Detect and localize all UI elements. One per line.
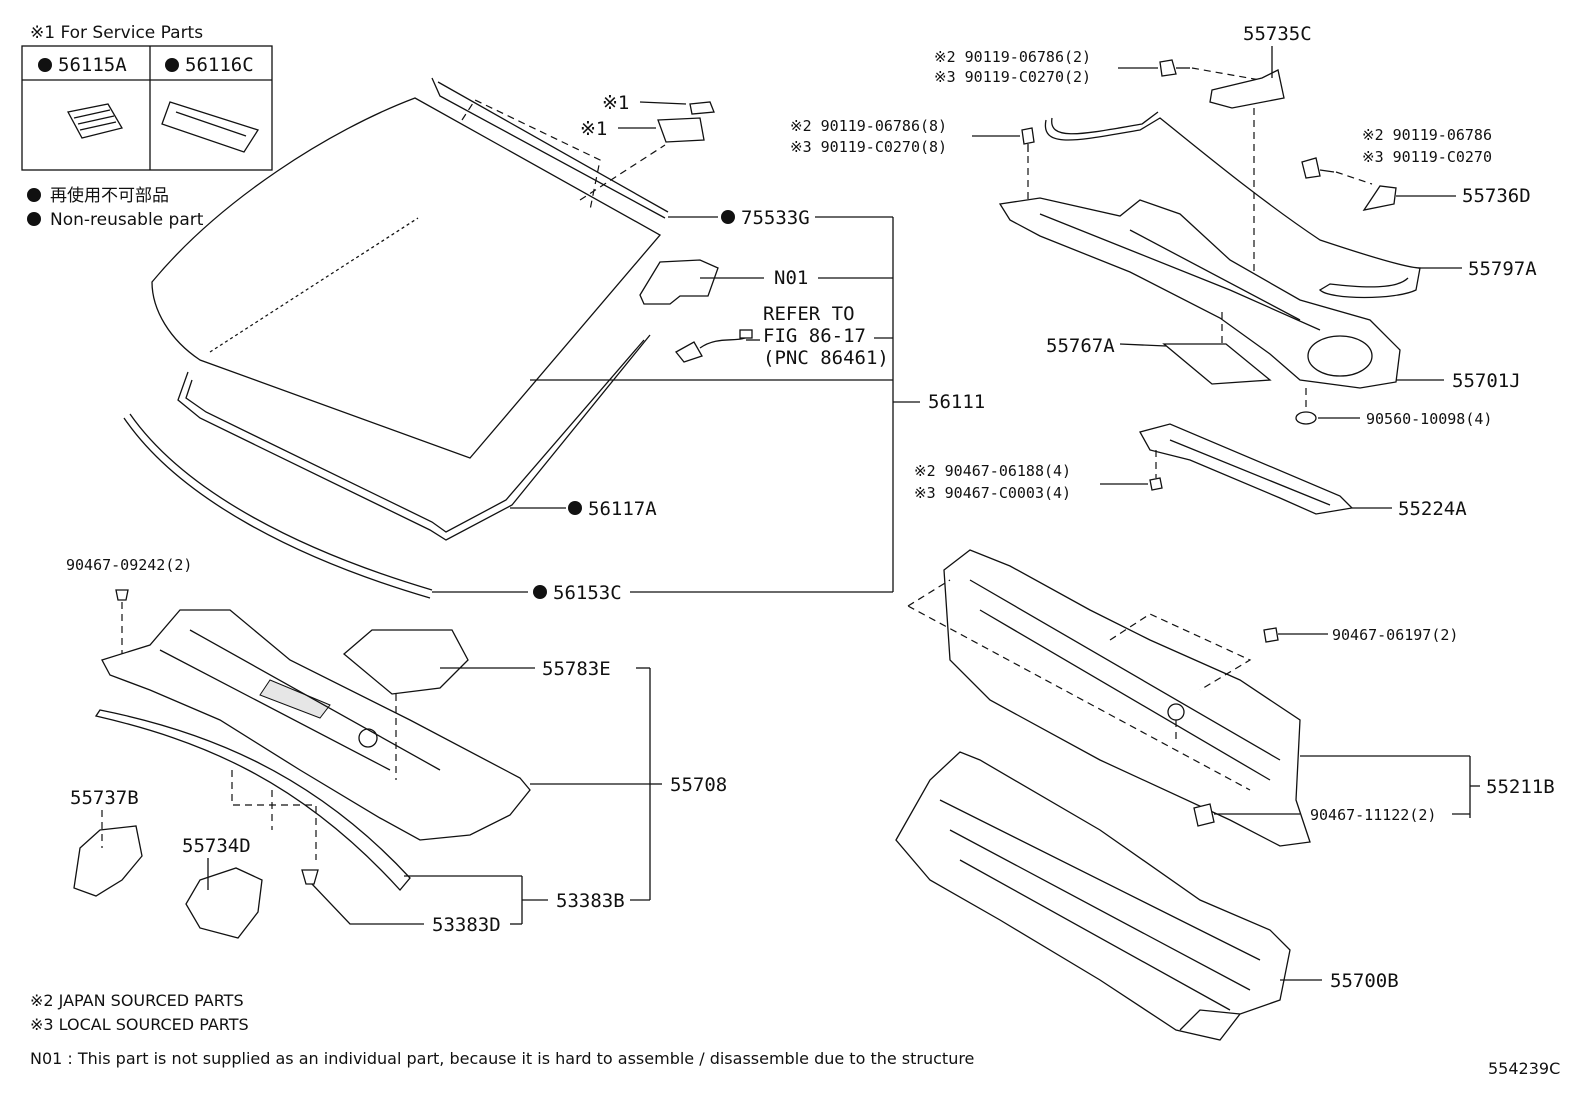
cowl-cover-55783E[interactable] (342, 629, 469, 695)
label-clip-s3[interactable]: ※3 90467-C0003(4) (914, 484, 1071, 502)
legend: 再使用不可部品 Non-reusable part (27, 185, 204, 230)
label-55783E[interactable]: 55783E (542, 658, 611, 680)
cowl-top-group: 90467-09242(2) (66, 556, 531, 939)
label-55735C[interactable]: 55735C (1243, 23, 1312, 45)
legend-en: Non-reusable part (50, 210, 204, 230)
non-reusable-dot-icon (38, 58, 52, 72)
legend-jp: 再使用不可部品 (50, 185, 169, 206)
note-N01: N01 : This part is not supplied as an in… (30, 1049, 974, 1068)
label-55767A[interactable]: 55767A (1046, 335, 1115, 357)
label-55734D[interactable]: 55734D (182, 835, 251, 857)
label-clip-s2[interactable]: ※2 90467-06188(4) (914, 462, 1071, 480)
panel-55734D[interactable] (185, 867, 263, 939)
label-56111[interactable]: 56111 (928, 391, 985, 413)
cowl-vent-leaders: 55735C ※2 90119-06786(2) ※3 90119-C0270(… (790, 23, 1537, 520)
label-55736D[interactable]: 55736D (1462, 185, 1531, 207)
bracket-55735C[interactable] (1209, 69, 1285, 109)
clip-90467-09242[interactable] (115, 589, 129, 601)
adhesive-56116C-illustration (161, 101, 260, 153)
non-reusable-dot-icon (27, 188, 41, 202)
label-55224A[interactable]: 55224A (1398, 498, 1467, 520)
mark-1-adhesive: ※1 (580, 118, 607, 140)
non-reusable-dot-icon (165, 58, 179, 72)
label-N01[interactable]: N01 (774, 267, 808, 289)
label-90560-10098[interactable]: 90560-10098(4) (1366, 410, 1492, 428)
sensor-part[interactable] (675, 341, 703, 363)
label-mid-s3[interactable]: ※3 90119-C0270(8) (790, 138, 947, 156)
label-55737B[interactable]: 55737B (70, 787, 139, 809)
mark-1-clip: ※1 (602, 92, 629, 114)
clip-53383D[interactable] (301, 869, 319, 885)
clip-part-mark1[interactable] (689, 101, 715, 115)
cover-55224A[interactable] (1139, 423, 1354, 515)
clip-90467-11122[interactable] (1193, 803, 1215, 827)
label-55701J[interactable]: 55701J (1452, 370, 1521, 392)
label-53383B[interactable]: 53383B (556, 890, 625, 912)
cowl-vent-55701J[interactable] (998, 197, 1401, 389)
adhesive-part-mark1[interactable] (657, 117, 705, 143)
bracket-55736D[interactable] (1362, 185, 1397, 211)
windshield-group (123, 77, 753, 599)
dash-panel-group (895, 549, 1311, 1041)
footer-notes: ※2 JAPAN SOURCED PARTS ※3 LOCAL SOURCED … (30, 991, 1560, 1078)
label-56117A[interactable]: 56117A (588, 498, 657, 520)
label-55797A[interactable]: 55797A (1468, 258, 1537, 280)
dash-panel-55211B[interactable] (943, 549, 1311, 847)
note-local-sourced: ※3 LOCAL SOURCED PARTS (30, 1015, 249, 1034)
part-number-56115A[interactable]: 56115A (58, 54, 127, 76)
label-53383D[interactable]: 53383D (432, 914, 501, 936)
service-parts-frame (21, 45, 273, 171)
figure-id: 554239C (1488, 1059, 1560, 1078)
refer-line-1: REFER TO (763, 303, 855, 325)
hose-55797A[interactable] (1044, 117, 1421, 299)
label-55211B[interactable]: 55211B (1486, 776, 1555, 798)
windshield-leaders: ※1 ※1 75533G N01 REFER TO FIG 86-17 (PNC… (432, 92, 985, 604)
label-rt-s3[interactable]: ※3 90119-C0270 (1362, 148, 1492, 166)
service-parts-title: ※1 For Service Parts (30, 23, 203, 43)
dash-panel-leaders: 90467-06197(2) 55211B 90467-11122(2) 557… (1214, 626, 1555, 992)
label-rt-s2[interactable]: ※2 90119-06786 (1362, 126, 1492, 144)
cowl-top-leaders: 55783E 55708 55737B 55734D 53383B 53383D (70, 658, 727, 936)
windshield-glass[interactable] (151, 97, 662, 459)
bracket-N01[interactable] (639, 259, 719, 305)
seal-53383B[interactable] (94, 709, 411, 891)
label-75533G[interactable]: 75533G (741, 207, 810, 229)
refer-line-3: (PNC 86461) (763, 347, 889, 369)
refer-line-2[interactable]: FIG 86-17 (763, 325, 866, 347)
clip-90467-06188[interactable] (1149, 477, 1163, 491)
label-90467-11122[interactable]: 90467-11122(2) (1310, 806, 1436, 824)
foam-55767A[interactable] (1162, 343, 1272, 385)
label-56153C[interactable]: 56153C (553, 582, 622, 604)
clip-56115A-illustration (67, 103, 123, 139)
cowl-vent-group (998, 59, 1421, 515)
bolt-90119-06786[interactable] (1159, 59, 1177, 77)
note-japan-sourced: ※2 JAPAN SOURCED PARTS (30, 991, 244, 1010)
label-top-s2[interactable]: ※2 90119-06786(2) (934, 48, 1091, 66)
bolt-90119-06786-mid[interactable] (1021, 127, 1035, 145)
cowl-panel-55700B[interactable] (895, 751, 1291, 1041)
label-55708[interactable]: 55708 (670, 774, 727, 796)
frame-56117A[interactable] (177, 334, 651, 541)
service-parts-box: ※1 For Service Parts 56115A 56116C (21, 23, 273, 171)
non-reusable-dot-icon (27, 212, 41, 226)
washer-90560-10098[interactable] (1295, 411, 1317, 425)
label-90467-06197[interactable]: 90467-06197(2) (1332, 626, 1458, 644)
cowl-top-55708[interactable] (101, 609, 531, 841)
molding-75533G[interactable] (431, 77, 666, 219)
label-90467-09242[interactable]: 90467-09242(2) (66, 556, 192, 574)
molding-56153C[interactable] (123, 417, 431, 599)
part-number-56116C[interactable]: 56116C (185, 54, 254, 76)
label-mid-s2[interactable]: ※2 90119-06786(8) (790, 117, 947, 135)
panel-55737B[interactable] (73, 825, 143, 897)
label-top-s3[interactable]: ※3 90119-C0270(2) (934, 68, 1091, 86)
clip-90467-06197[interactable] (1263, 627, 1279, 643)
label-55700B[interactable]: 55700B (1330, 970, 1399, 992)
bolt-90119-06786-right[interactable] (1301, 157, 1321, 179)
